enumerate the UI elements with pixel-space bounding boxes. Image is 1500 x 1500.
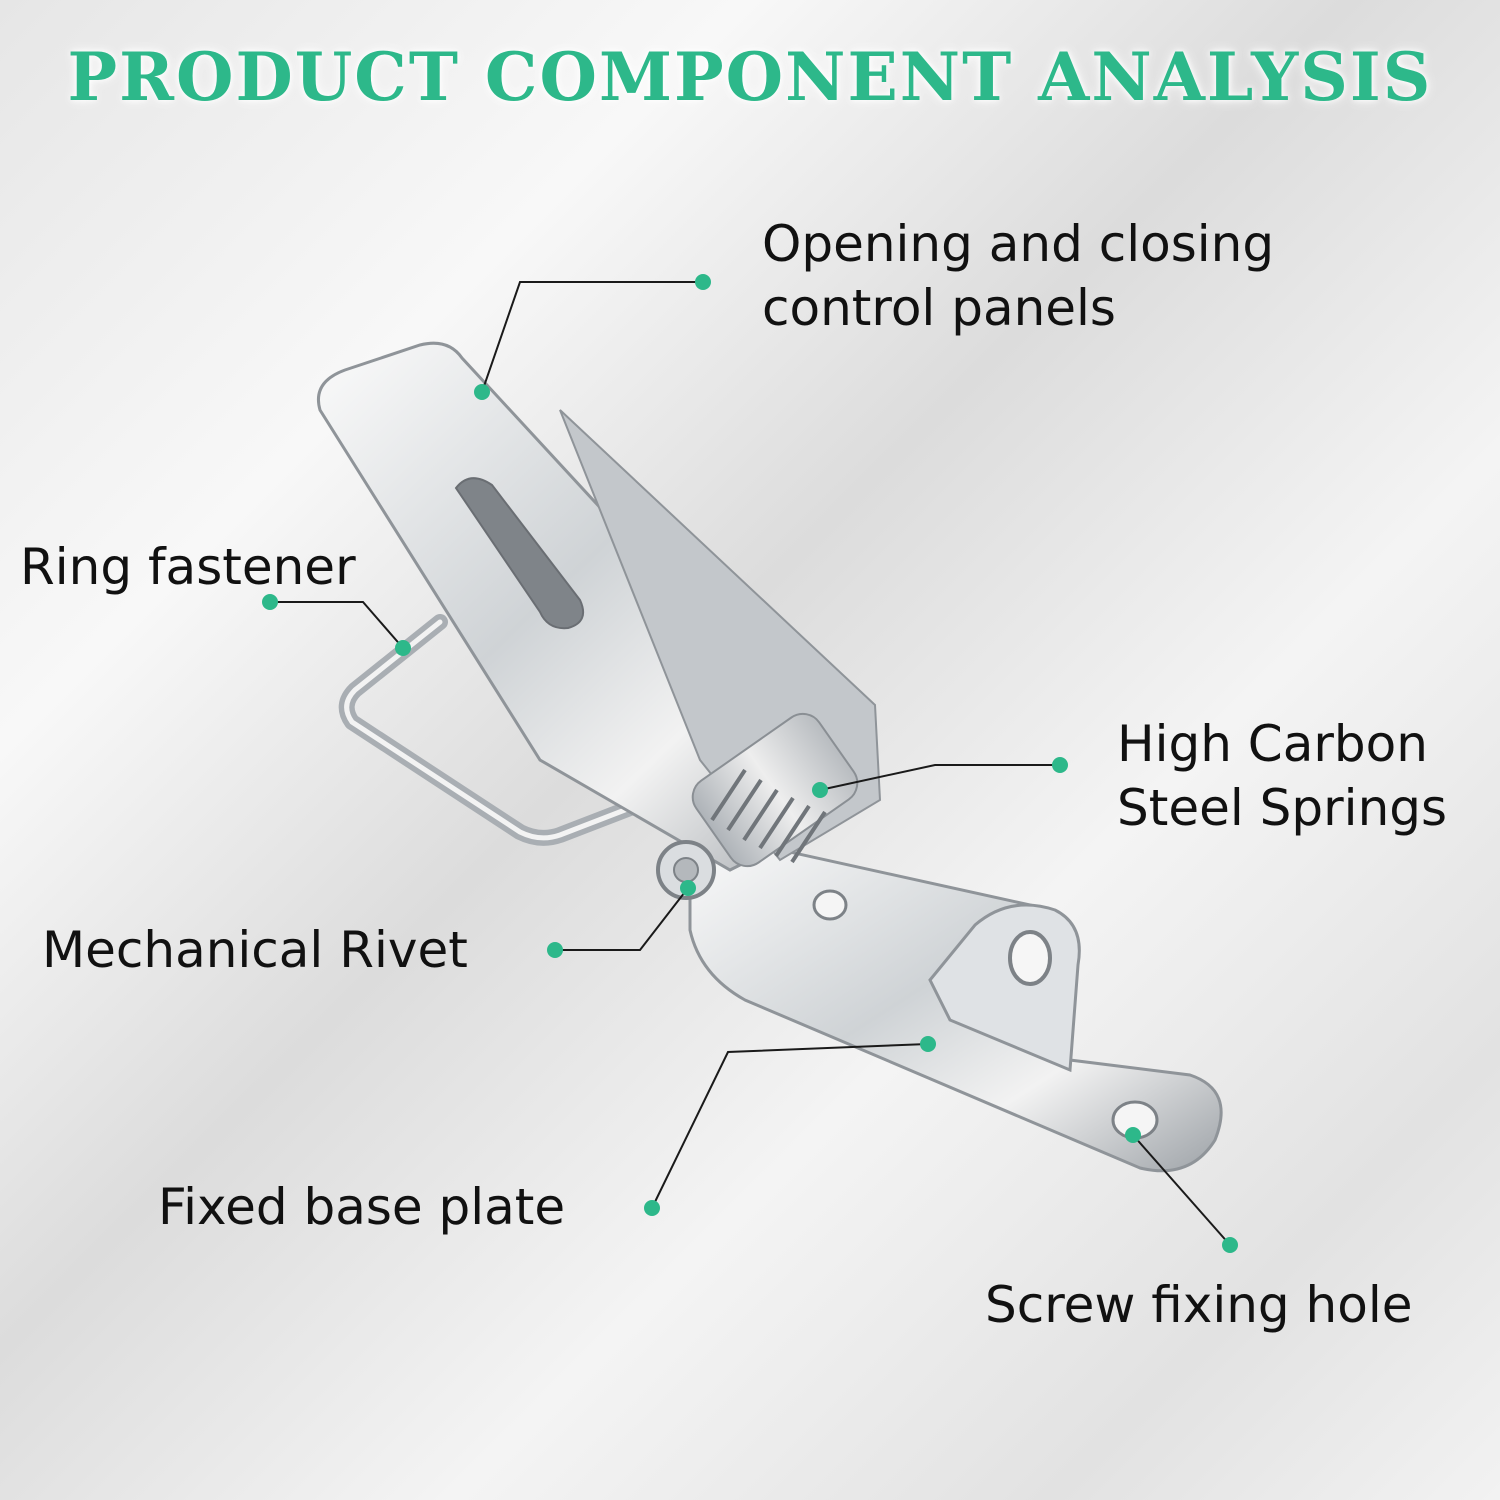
label-springs: High Carbon Steel Springs: [1117, 712, 1447, 840]
leader-ring-fastener: [270, 601, 404, 649]
label-screw-fixing-hole: Screw fixing hole: [985, 1276, 1413, 1334]
leader-rivet: [555, 887, 689, 951]
page-title: PRODUCT COMPONENT ANALYSIS: [67, 38, 1433, 116]
leader-base-plate: [651, 1043, 929, 1209]
label-ring-fastener: Ring fastener: [20, 538, 356, 596]
dot-screw-hole: [1125, 1127, 1141, 1143]
spring-coil: [691, 712, 859, 868]
leader-springs: [819, 764, 1060, 791]
dot-springs-label: [1052, 757, 1068, 773]
tab-hole: [1008, 930, 1052, 986]
dot-rivet-label: [547, 942, 563, 958]
label-opening-panel: Opening and closing control panels: [762, 212, 1274, 340]
dot-opening-panel: [474, 384, 490, 400]
label-fixed-base-plate: Fixed base plate: [158, 1178, 566, 1236]
dot-base-plate: [920, 1036, 936, 1052]
leader-opening-panel: [481, 281, 703, 393]
dot-opening-panel-end: [695, 274, 711, 290]
screw-hole-left: [812, 889, 848, 921]
label-springs-line2: Steel Springs: [1117, 779, 1448, 837]
label-opening-panel-line2: control panels: [762, 279, 1116, 337]
label-springs-line1: High Carbon: [1117, 715, 1428, 773]
dot-ring: [395, 640, 411, 656]
dot-base-plate-label: [644, 1200, 660, 1216]
dot-rivet: [680, 880, 696, 896]
lever-slot: [454, 477, 584, 630]
leader-screw-hole: [1132, 1134, 1231, 1246]
dot-ring-label: [262, 594, 278, 610]
dot-screw-hole-label: [1222, 1237, 1238, 1253]
label-opening-panel-line1: Opening and closing: [762, 215, 1275, 273]
dot-springs: [812, 782, 828, 798]
label-mechanical-rivet: Mechanical Rivet: [42, 921, 468, 979]
